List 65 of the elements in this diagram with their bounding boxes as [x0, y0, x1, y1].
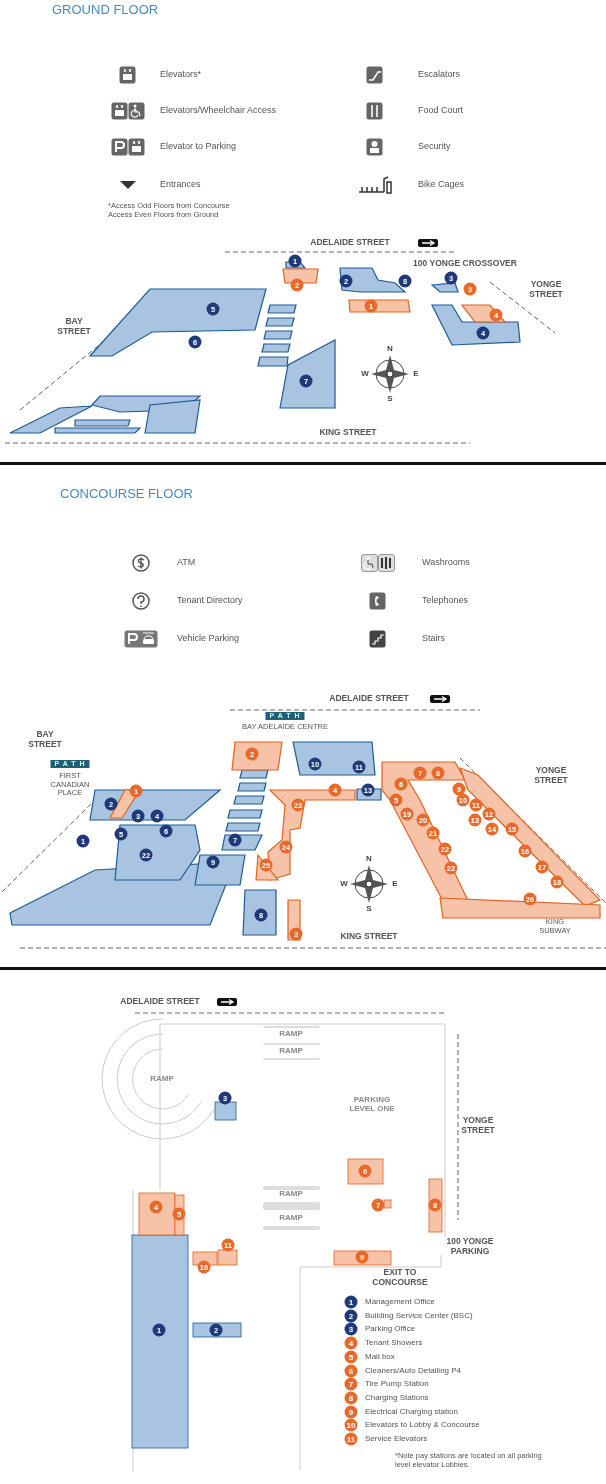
legend-text: Mail box — [365, 1351, 395, 1361]
legend-text: Electrical Charging station — [365, 1406, 458, 1416]
legend-text: Escalators — [418, 69, 461, 80]
legend-text: Tenant Showers — [365, 1338, 423, 1348]
street-label: YONGE STREET — [533, 766, 569, 786]
callout-number: 10 — [345, 1419, 357, 1432]
ramp-label: RAMP — [150, 1074, 174, 1084]
callout-number: 6 — [347, 1365, 355, 1377]
legend-text: Tenant Directory — [177, 595, 243, 606]
street-label: EXIT TO CONCOURSE — [371, 1268, 429, 1288]
street-label: ADELAIDE STREET — [329, 694, 409, 704]
legend-text: Bike Cages — [418, 179, 465, 190]
street-label: KING STREET — [319, 428, 377, 438]
ramp-label: RAMP — [279, 1029, 303, 1039]
floor-heading: CONCOURSE FLOOR — [60, 487, 193, 502]
legend-text: Management Office — [365, 1297, 435, 1307]
legend-text: Elevators/Wheelchair Access — [160, 105, 277, 116]
compass-letter: E — [413, 369, 419, 379]
legend-text: Elevators to Lobby & Concourse — [365, 1420, 480, 1430]
street-label: BAY STREET — [56, 317, 92, 337]
street-label: 100 YONGE PARKING — [445, 1237, 495, 1257]
street-label: YONGE STREET — [460, 1116, 496, 1136]
legend-text: Elevator to Parking — [160, 141, 237, 152]
legend-text: Cleaners/Auto Detailing P4 — [365, 1365, 462, 1375]
callout-number: 8 — [347, 1392, 355, 1405]
compass-letter: N — [366, 854, 372, 864]
floor-heading: GROUND FLOOR — [52, 3, 159, 18]
legend-text: Elevators* — [160, 69, 202, 80]
callout-number: 9 — [347, 1406, 355, 1419]
legend-text: Stairs — [422, 633, 445, 644]
legend-text: Food Court — [418, 105, 464, 116]
legend-text: Entrances — [160, 179, 201, 190]
street-label: BAY STREET — [27, 730, 63, 750]
legend-text: Tire Pump Station — [365, 1379, 429, 1389]
ramp-label: RAMP — [279, 1213, 303, 1223]
compass-letter: S — [387, 394, 393, 404]
compass-letter: W — [340, 879, 348, 889]
street-label: KING STREET — [340, 932, 398, 942]
compass-letter: N — [387, 344, 393, 354]
callout-number: 2 — [347, 1310, 355, 1323]
legend-text: Vehicle Parking — [177, 633, 240, 644]
legend-text: Building Service Center (BSC) — [365, 1310, 473, 1320]
legend-text: Security — [418, 141, 451, 152]
callout-number: 1 — [347, 1296, 355, 1309]
street-label: YONGE STREET — [528, 280, 564, 300]
ramp-label: RAMP — [279, 1189, 303, 1199]
compass-letter: S — [366, 904, 372, 914]
callout-number: 7 — [347, 1378, 355, 1391]
callout-number: 3 — [347, 1323, 355, 1336]
legend-text: ATM — [177, 557, 196, 568]
street-label: 100 YONGE CROSSOVER — [413, 259, 517, 269]
compass-letter: W — [361, 369, 369, 379]
legend-text: Parking Office — [365, 1324, 416, 1334]
callout-number: 5 — [347, 1351, 355, 1364]
street-label: ADELAIDE STREET — [310, 238, 390, 248]
street-label: ADELAIDE STREET — [120, 997, 200, 1007]
callout-number: 4 — [347, 1337, 355, 1350]
legend-text: Washrooms — [422, 557, 470, 568]
ramp-label: RAMP — [279, 1046, 303, 1056]
compass-letter: E — [392, 879, 398, 889]
legend-text: Service Elevators — [365, 1434, 428, 1444]
legend-text: Telephones — [422, 595, 469, 606]
ramp-label: PARKING LEVEL ONE — [348, 1094, 396, 1114]
legend-text: Charging Stations — [365, 1392, 429, 1403]
callout-number: 11 — [345, 1433, 357, 1446]
